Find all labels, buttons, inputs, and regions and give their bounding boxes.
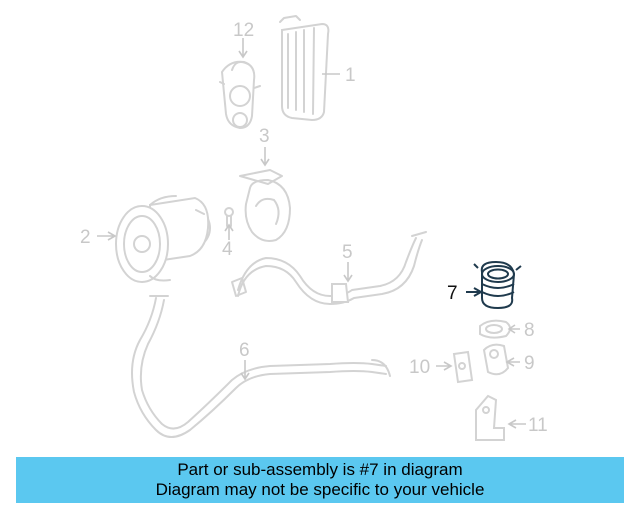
part-5-hose xyxy=(231,231,427,305)
info-banner: Part or sub-assembly is #7 in diagram Di… xyxy=(16,457,624,503)
part-6-long-hose xyxy=(131,295,391,438)
part-11-angle-bracket xyxy=(475,394,526,441)
part-10-plate xyxy=(436,350,474,384)
callout-11: 11 xyxy=(528,415,548,436)
parts-diagram: 1 12 3 4 2 5 xyxy=(80,15,548,441)
part-12-valve xyxy=(219,38,261,130)
part-8-gasket xyxy=(479,319,520,339)
callout-10: 10 xyxy=(409,357,430,378)
part-4-bolt xyxy=(224,207,234,240)
info-line-part-number: Part or sub-assembly is #7 in diagram xyxy=(177,460,463,479)
part-3-bracket xyxy=(239,147,292,242)
part-1-canister xyxy=(279,15,340,122)
callout-5: 5 xyxy=(342,242,353,263)
callout-12: 12 xyxy=(233,20,254,41)
part-2-air-pump xyxy=(97,195,211,283)
callout-9: 9 xyxy=(524,353,535,374)
callout-1: 1 xyxy=(345,65,356,86)
part-9-bracket xyxy=(482,343,520,376)
callout-8: 8 xyxy=(524,320,535,341)
info-line-disclaimer: Diagram may not be specific to your vehi… xyxy=(155,480,485,499)
callout-3: 3 xyxy=(259,126,270,147)
callout-2: 2 xyxy=(80,227,91,248)
callout-4: 4 xyxy=(222,239,233,260)
part-7-check-valve-highlighted xyxy=(466,261,522,309)
callout-6: 6 xyxy=(239,340,250,361)
callout-7: 7 xyxy=(447,283,458,304)
